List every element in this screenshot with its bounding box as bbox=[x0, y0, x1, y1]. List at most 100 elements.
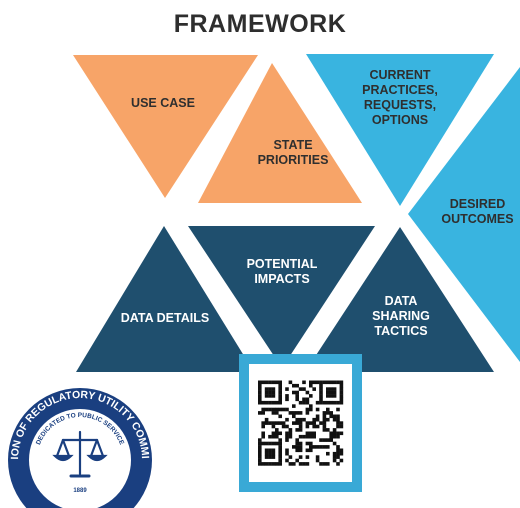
qr-module bbox=[305, 407, 310, 412]
qr-module bbox=[302, 462, 306, 466]
qr-module bbox=[278, 438, 282, 442]
qr-module bbox=[315, 424, 320, 429]
qr-module bbox=[292, 383, 296, 388]
qr-module bbox=[281, 424, 286, 429]
qr-module bbox=[309, 448, 313, 453]
qr-module bbox=[264, 394, 269, 398]
qr-module bbox=[339, 394, 344, 398]
qr-module bbox=[312, 434, 316, 439]
qr-module bbox=[315, 407, 320, 412]
qr-module bbox=[332, 434, 337, 439]
qr-module bbox=[319, 445, 323, 449]
qr-module bbox=[268, 380, 272, 385]
commission-seal-logo: ASSOCIATION OF REGULATORY UTILITY COMMIS… bbox=[5, 388, 152, 508]
qr-module bbox=[298, 417, 303, 422]
qr-module bbox=[258, 455, 262, 459]
qr-module bbox=[298, 462, 303, 466]
state-priorities-label: STATE PRIORITIES bbox=[257, 138, 329, 167]
qr-module bbox=[336, 448, 340, 453]
qr-module bbox=[305, 448, 310, 453]
qr-module bbox=[326, 394, 330, 398]
qr-module bbox=[319, 394, 323, 398]
qr-module bbox=[336, 417, 340, 422]
qr-module bbox=[312, 421, 316, 425]
qr-module bbox=[315, 445, 320, 449]
current-practices-triangle[interactable] bbox=[306, 54, 494, 206]
data-details-triangle[interactable] bbox=[76, 226, 254, 372]
qr-module bbox=[336, 451, 340, 456]
qr-module bbox=[271, 390, 276, 395]
qr-module bbox=[264, 400, 269, 405]
qr-module bbox=[298, 434, 303, 439]
qr-module bbox=[264, 455, 269, 459]
state-priorities-triangle[interactable] bbox=[198, 63, 362, 203]
qr-module bbox=[339, 390, 344, 395]
qr-module bbox=[319, 462, 323, 466]
qr-module bbox=[305, 434, 310, 439]
qr-module bbox=[292, 404, 296, 408]
qr-module bbox=[326, 445, 330, 449]
qr-module bbox=[278, 462, 282, 466]
qr-module bbox=[292, 414, 296, 419]
qr-module bbox=[332, 387, 337, 391]
qr-module bbox=[278, 458, 282, 463]
qr-module bbox=[302, 397, 306, 402]
qr-module bbox=[332, 400, 337, 405]
qr-module bbox=[278, 431, 282, 436]
qr-module bbox=[261, 421, 265, 425]
qr-module bbox=[295, 397, 299, 402]
qr-module bbox=[322, 438, 327, 442]
qr-module bbox=[268, 451, 272, 456]
qr-module bbox=[309, 407, 313, 412]
potential-impacts-triangle[interactable] bbox=[188, 226, 375, 368]
desired-outcomes-triangle[interactable] bbox=[408, 67, 520, 362]
qr-module bbox=[319, 438, 323, 442]
qr-module bbox=[298, 448, 303, 453]
qr-module bbox=[271, 400, 276, 405]
qr-module bbox=[322, 428, 327, 432]
qr-module bbox=[285, 431, 289, 436]
qr-module bbox=[298, 424, 303, 429]
qr-module bbox=[332, 431, 337, 436]
data-sharing-tactics-triangle[interactable] bbox=[305, 227, 494, 372]
qr-module bbox=[339, 387, 344, 391]
qr-code-icon[interactable] bbox=[249, 364, 352, 482]
qr-module bbox=[261, 411, 265, 415]
qr-module bbox=[295, 411, 299, 415]
qr-module bbox=[322, 380, 327, 385]
qr-module bbox=[278, 380, 282, 385]
qr-module bbox=[285, 451, 289, 456]
qr-module bbox=[336, 400, 340, 405]
qr-module bbox=[268, 462, 272, 466]
qr-module bbox=[268, 421, 272, 425]
seal-year: 1889 bbox=[73, 488, 87, 494]
qr-module bbox=[281, 407, 286, 412]
qr-module bbox=[312, 431, 316, 436]
qr-module bbox=[258, 380, 262, 385]
qr-module bbox=[332, 451, 337, 456]
data-sharing-tactics-label: DATA SHARING TACTICS bbox=[372, 294, 430, 338]
qr-module bbox=[264, 441, 269, 446]
qr-module bbox=[336, 434, 340, 439]
qr-module bbox=[332, 455, 337, 459]
qr-module bbox=[295, 458, 299, 463]
qr-module bbox=[305, 390, 310, 395]
qr-module bbox=[278, 397, 282, 402]
qr-module bbox=[271, 387, 276, 391]
qr-module bbox=[278, 414, 282, 419]
qr-module bbox=[295, 441, 299, 446]
qr-module bbox=[302, 387, 306, 391]
qr-module bbox=[298, 441, 303, 446]
qr-module bbox=[329, 380, 333, 385]
qr-module bbox=[298, 411, 303, 415]
potential-impacts-label: POTENTIAL IMPACTS bbox=[246, 257, 318, 286]
use-case-triangle[interactable] bbox=[73, 55, 258, 198]
qr-module bbox=[336, 462, 340, 466]
qr-module bbox=[268, 434, 272, 439]
qr-module bbox=[298, 421, 303, 425]
qr-module bbox=[309, 445, 313, 449]
qr-module bbox=[285, 387, 289, 391]
qr-module bbox=[275, 407, 279, 412]
qr-module bbox=[288, 411, 293, 415]
qr-module bbox=[258, 390, 262, 395]
